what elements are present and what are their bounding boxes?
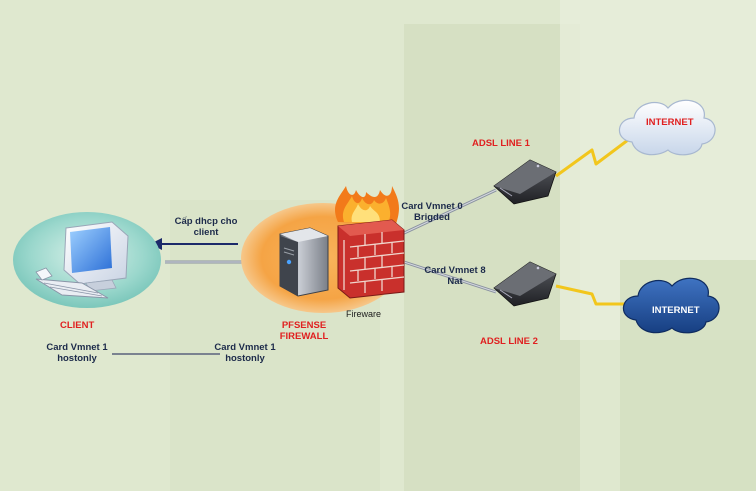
adsl-modem-icon [493,261,557,307]
adsl-line2-label: ADSL LINE 2 [480,336,538,347]
client-nic-label: Card Vmnet 1 hostonly [44,342,110,364]
firewall-label: PFSENSE FIREWALL [276,320,332,342]
firewall-nic-name: Card Vmnet 1 [214,342,276,353]
vmnet8-mode: Nat [447,276,463,287]
flame-icon [335,186,399,224]
internet-label-1: INTERNET [646,117,694,128]
firewall-name-line2: FIREWALL [279,331,329,342]
background-panel [404,24,580,491]
server-icon [279,227,329,297]
vmnet0-label: Card Vmnet 0 Brigded [400,201,464,223]
dhcp-line2: client [193,227,219,238]
computer-icon [35,221,129,299]
adsl-line1-label: ADSL LINE 1 [472,138,530,149]
vmnet0-mode: Brigded [414,212,450,223]
client-nic-name: Card Vmnet 1 [46,342,108,353]
vmnet8-label: Card Vmnet 8 Nat [423,265,487,287]
adsl-modem-icon [493,159,557,205]
firewall-name-line1: PFSENSE [281,320,327,331]
internet-label-2: INTERNET [652,305,700,316]
cloud-icon [622,277,720,334]
fireware-caption: Fireware [346,309,382,319]
lightning-icon [555,132,637,178]
client-nic-mode: hostonly [57,353,97,364]
vmnet8-name: Card Vmnet 8 [424,265,486,276]
cable-firewall-modem2 [403,260,497,294]
brick-wall-icon [337,219,405,299]
firewall-nic-label: Card Vmnet 1 hostonly [212,342,278,364]
vmnet0-name: Card Vmnet 0 [401,201,463,212]
cloud-icon [618,99,716,156]
lightning-icon [555,284,636,306]
client-label: CLIENT [60,320,95,331]
dhcp-arrow [150,238,238,250]
firewall-nic-mode: hostonly [225,353,265,364]
cable-firewall-modem1 [401,188,497,236]
dhcp-label: Cấp dhcp cho client [174,216,238,238]
dhcp-line1: Cấp dhcp cho [174,216,238,227]
